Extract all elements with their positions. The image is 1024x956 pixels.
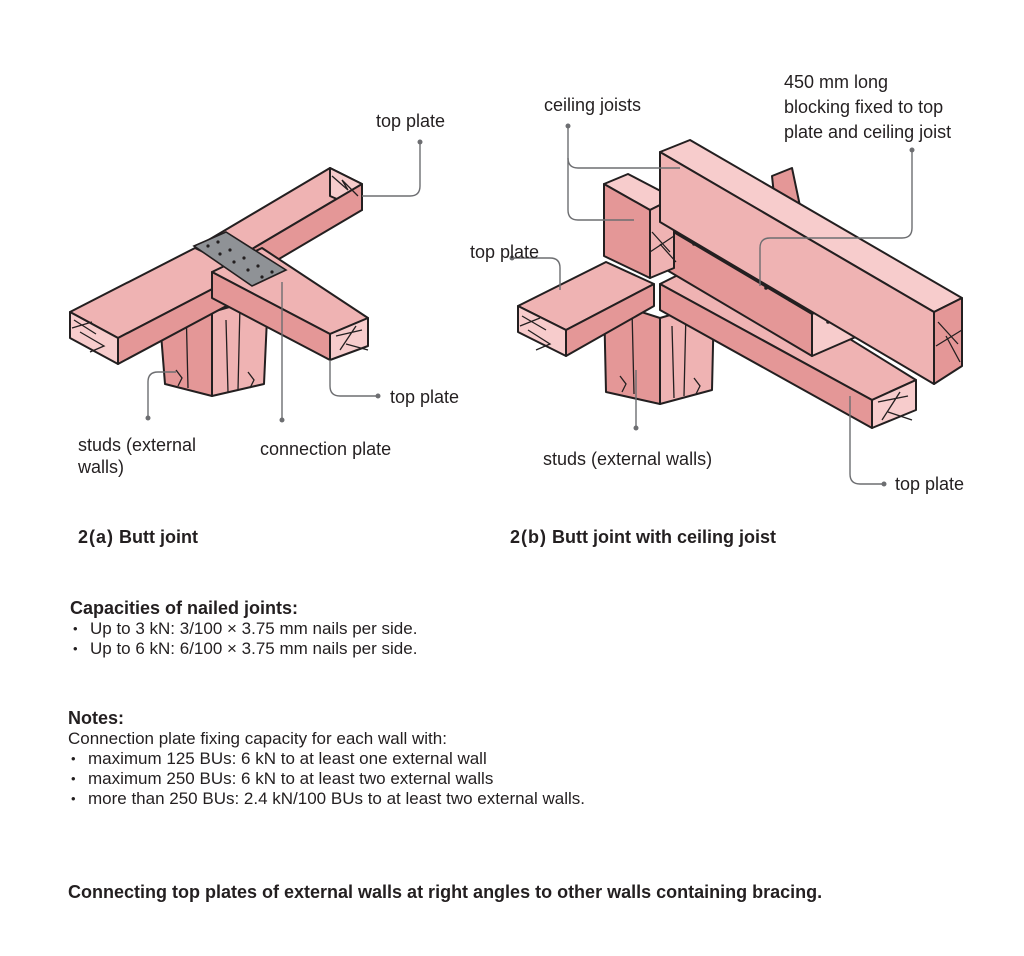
capacities-list: Up to 3 kN: 3/100 × 3.75 mm nails per si… <box>70 619 417 659</box>
notes-section: Notes: Connection plate fixing capacity … <box>68 708 585 809</box>
caption-b-number: 2(b) <box>510 527 547 547</box>
notes-item: maximum 125 BUs: 6 kN to at least one ex… <box>68 749 585 769</box>
notes-list: maximum 125 BUs: 6 kN to at least one ex… <box>68 749 585 809</box>
caption-a-number: 2(a) <box>78 527 115 547</box>
caption-a-text: Butt joint <box>119 527 199 547</box>
caption-b-text: Butt joint with ceiling joist <box>552 527 776 547</box>
label-top-plate-a-lower: top plate <box>390 387 460 407</box>
label-top-plate-b-left: top plate <box>470 242 540 262</box>
notes-item: more than 250 BUs: 2.4 kN/100 BUs to at … <box>68 789 585 809</box>
label-blocking-line2: blocking fixed to top <box>784 97 944 117</box>
leaders-b <box>509 123 915 487</box>
notes-intro: Connection plate fixing capacity for eac… <box>68 729 447 748</box>
label-studs-a: studs (external walls) <box>78 434 196 478</box>
framing-illustration <box>69 123 963 487</box>
capacities-section: Capacities of nailed joints: Up to 3 kN:… <box>70 598 417 659</box>
top-plate-b-left <box>517 261 655 357</box>
diagram-a-butt-joint <box>69 139 423 423</box>
label-studs-a-line2: walls) <box>78 457 125 477</box>
label-studs-b: studs (external walls) <box>543 449 713 469</box>
label-top-plate-b-right: top plate <box>895 474 965 494</box>
figure-footer-caption: Connecting top plates of external walls … <box>68 882 823 902</box>
capacities-heading: Capacities of nailed joints: <box>70 598 299 618</box>
connection-plate-a <box>192 231 288 287</box>
label-blocking: 450 mm long blocking fixed to top plate … <box>784 70 951 145</box>
notes-item: maximum 250 BUs: 6 kN to at least two ex… <box>68 769 585 789</box>
caption-a: 2(a) Butt joint <box>78 527 198 548</box>
label-connection-plate: connection plate <box>260 439 392 459</box>
notes-heading: Notes: <box>68 708 125 728</box>
caption-b: 2(b) Butt joint with ceiling joist <box>510 527 776 548</box>
capacities-item: Up to 3 kN: 3/100 × 3.75 mm nails per si… <box>70 619 417 639</box>
label-studs-a-line1: studs (external <box>78 435 197 455</box>
label-top-plate-a-upper: top plate <box>376 111 446 131</box>
capacities-item: Up to 6 kN: 6/100 × 3.75 mm nails per si… <box>70 639 417 659</box>
ceiling-joist-long <box>659 139 963 385</box>
label-blocking-line3: plate and ceiling joist <box>784 122 952 142</box>
leaders-a <box>145 139 423 423</box>
label-blocking-line1: 450 mm long <box>784 72 889 92</box>
label-ceiling-joists: ceiling joists <box>544 95 642 115</box>
diagram-b-butt-joint-ceiling-joist <box>509 123 963 487</box>
